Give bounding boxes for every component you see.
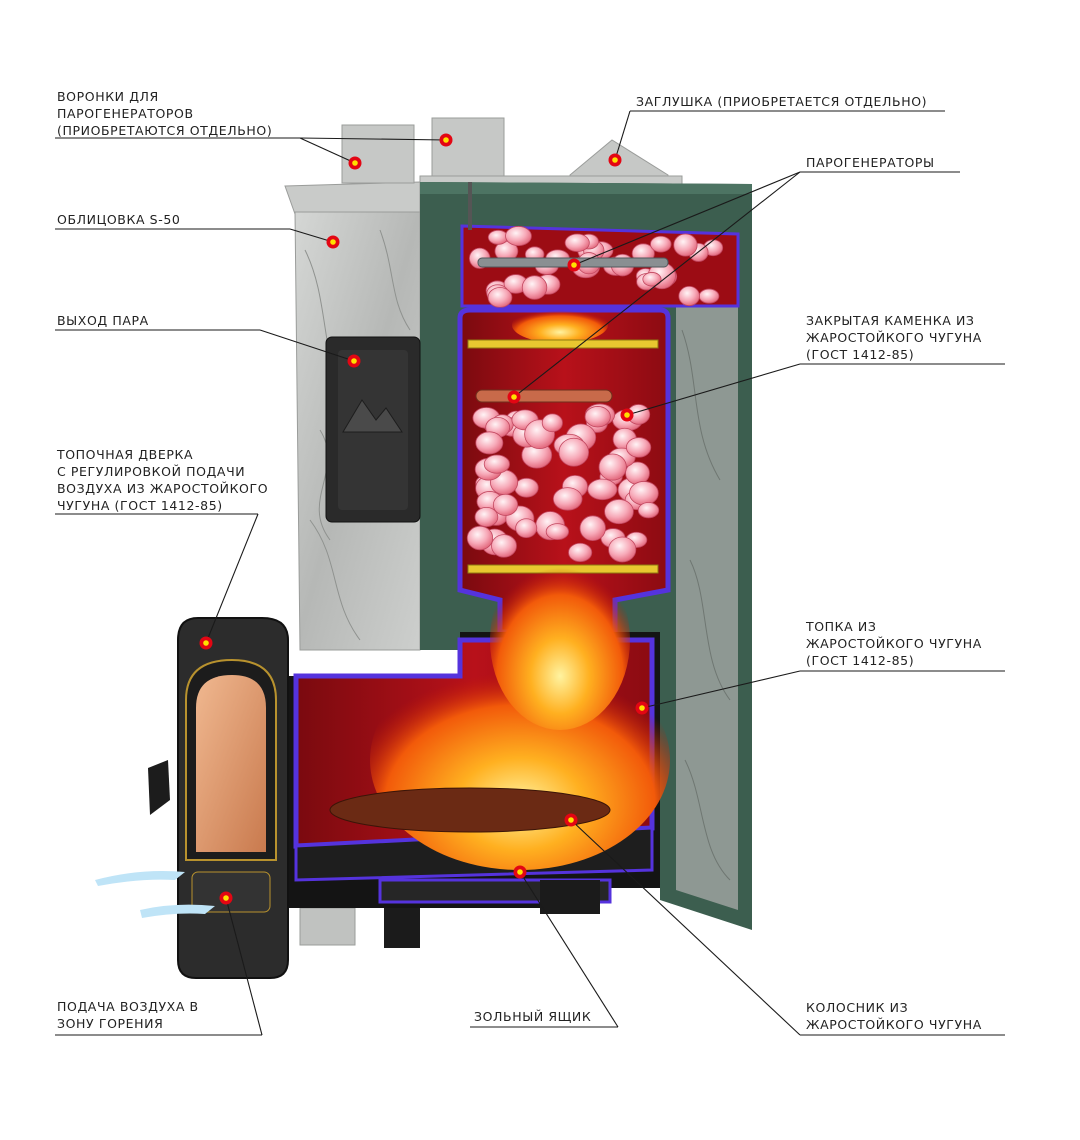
heater-stone xyxy=(587,478,618,501)
heater-stone xyxy=(642,272,662,287)
callout-dot-center xyxy=(511,394,517,400)
label-ash-box: ЗОЛЬНЫЙ ЯЩИК xyxy=(474,1008,591,1025)
label-line: ЖАРОСТОЙКОГО ЧУГУНА xyxy=(806,330,982,345)
label-line: ПАРОГЕНЕРАТОРОВ xyxy=(57,106,194,121)
heater-stone xyxy=(474,506,499,528)
label-line: ЖАРОСТОЙКОГО ЧУГУНА xyxy=(806,1017,982,1032)
heater-stone xyxy=(608,536,637,563)
callout-dot-center xyxy=(352,160,358,166)
callout-dot-center xyxy=(443,137,449,143)
heater-stone xyxy=(584,406,611,428)
heater-stone xyxy=(678,286,700,307)
firebox-door xyxy=(148,617,289,979)
callout-dot-center xyxy=(571,262,577,268)
heater-stone xyxy=(487,287,513,308)
label-line: ОБЛИЦОВКА S-50 xyxy=(57,212,181,227)
heater-stone xyxy=(650,235,672,253)
label-line: ВОРОНКИ ДЛЯ xyxy=(57,89,159,104)
label-line: ВЫХОД ПАРА xyxy=(57,313,149,328)
heater-stone xyxy=(552,487,583,511)
label-steam-outlet: ВЫХОД ПАРА xyxy=(57,312,149,329)
label-line: ЗОЛЬНЫЙ ЯЩИК xyxy=(474,1009,592,1024)
label-line: ВОЗДУХА ИЗ ЖАРОСТОЙКОГО xyxy=(57,481,269,496)
label-line: ЖАРОСТОЙКОГО ЧУГУНА xyxy=(806,636,982,651)
label-firebox-door: ТОПОЧНАЯ ДВЕРКА С РЕГУЛИРОВКОЙ ПОДАЧИ ВО… xyxy=(57,446,268,514)
heater-stone xyxy=(514,477,539,498)
heater-stone xyxy=(673,233,698,257)
heater-stone xyxy=(515,518,538,539)
heater-stone xyxy=(487,229,509,245)
label-steam-generators: ПАРОГЕНЕРАТОРЫ xyxy=(806,154,935,171)
label-line: ТОПКА ИЗ xyxy=(806,619,877,634)
leader-lines xyxy=(55,110,1005,1036)
steam-funnels xyxy=(341,117,683,187)
callout-dot-center xyxy=(612,157,618,163)
heater-stone xyxy=(598,453,627,481)
label-line: ЗАГЛУШКА (ПРИОБРЕТАЕТСЯ ОТДЕЛЬНО) xyxy=(636,94,928,109)
callout-dots xyxy=(199,133,649,905)
label-line: КОЛОСНИК ИЗ xyxy=(806,1000,909,1015)
heater-stone xyxy=(579,515,606,542)
callout-dot-center xyxy=(223,895,229,901)
label-grate: КОЛОСНИК ИЗ ЖАРОСТОЙКОГО ЧУГУНА xyxy=(806,999,982,1033)
label-closed-heater: ЗАКРЫТАЯ КАМЕНКА ИЗ ЖАРОСТОЙКОГО ЧУГУНА … xyxy=(806,312,982,363)
heater-stone xyxy=(475,431,504,455)
middle-stones xyxy=(466,403,660,563)
callout-dot-center xyxy=(517,869,523,875)
callout-dot-center xyxy=(330,239,336,245)
heater-stone xyxy=(637,502,660,519)
label-cladding: ОБЛИЦОВКА S-50 xyxy=(57,211,180,228)
label-air-supply: ПОДАЧА ВОЗДУХА В ЗОНУ ГОРЕНИЯ xyxy=(57,998,199,1032)
label-line: ЧУГУНА (ГОСТ 1412-85) xyxy=(57,498,223,513)
callout-dot-center xyxy=(568,817,574,823)
heater-stone xyxy=(541,413,563,433)
label-line: (ГОСТ 1412-85) xyxy=(806,653,915,668)
label-line: ЗОНУ ГОРЕНИЯ xyxy=(57,1016,164,1031)
firebox-chamber xyxy=(288,550,670,948)
heater-stone xyxy=(558,437,590,467)
label-line: (ГОСТ 1412-85) xyxy=(806,347,915,362)
heater-stone xyxy=(483,454,510,474)
label-funnels: ВОРОНКИ ДЛЯ ПАРОГЕНЕРАТОРОВ (ПРИОБРЕТАЮТ… xyxy=(57,88,272,139)
label-line: ПОДАЧА ВОЗДУХА В xyxy=(57,999,199,1014)
heater-stone xyxy=(466,525,494,551)
steam-outlet-door xyxy=(325,336,421,523)
callout-dot-center xyxy=(639,705,645,711)
heater-stone xyxy=(698,288,720,304)
callout-dot-center xyxy=(351,358,357,364)
label-line: (ПРИОБРЕТАЮТСЯ ОТДЕЛЬНО) xyxy=(57,123,273,138)
heater-stone xyxy=(521,275,548,300)
label-plug: ЗАГЛУШКА (ПРИОБРЕТАЕТСЯ ОТДЕЛЬНО) xyxy=(636,93,927,110)
label-line: ТОПОЧНАЯ ДВЕРКА xyxy=(57,447,194,462)
label-firebox: ТОПКА ИЗ ЖАРОСТОЙКОГО ЧУГУНА (ГОСТ 1412-… xyxy=(806,618,982,669)
label-line: ПАРОГЕНЕРАТОРЫ xyxy=(806,155,935,170)
heater-stone xyxy=(564,233,590,252)
air-flow-arrows xyxy=(95,871,215,918)
callout-dot-center xyxy=(624,412,630,418)
heater-stone xyxy=(491,534,517,558)
heater-stone xyxy=(545,523,570,541)
heater-stone xyxy=(505,226,532,247)
heater-stone xyxy=(629,481,659,506)
label-line: С РЕГУЛИРОВКОЙ ПОДАЧИ xyxy=(57,464,246,479)
callout-dot-center xyxy=(203,640,209,646)
heater-stone xyxy=(604,499,634,525)
heater-stone xyxy=(625,437,652,458)
label-line: ЗАКРЫТАЯ КАМЕНКА ИЗ xyxy=(806,313,975,328)
heater-stone xyxy=(492,493,519,516)
